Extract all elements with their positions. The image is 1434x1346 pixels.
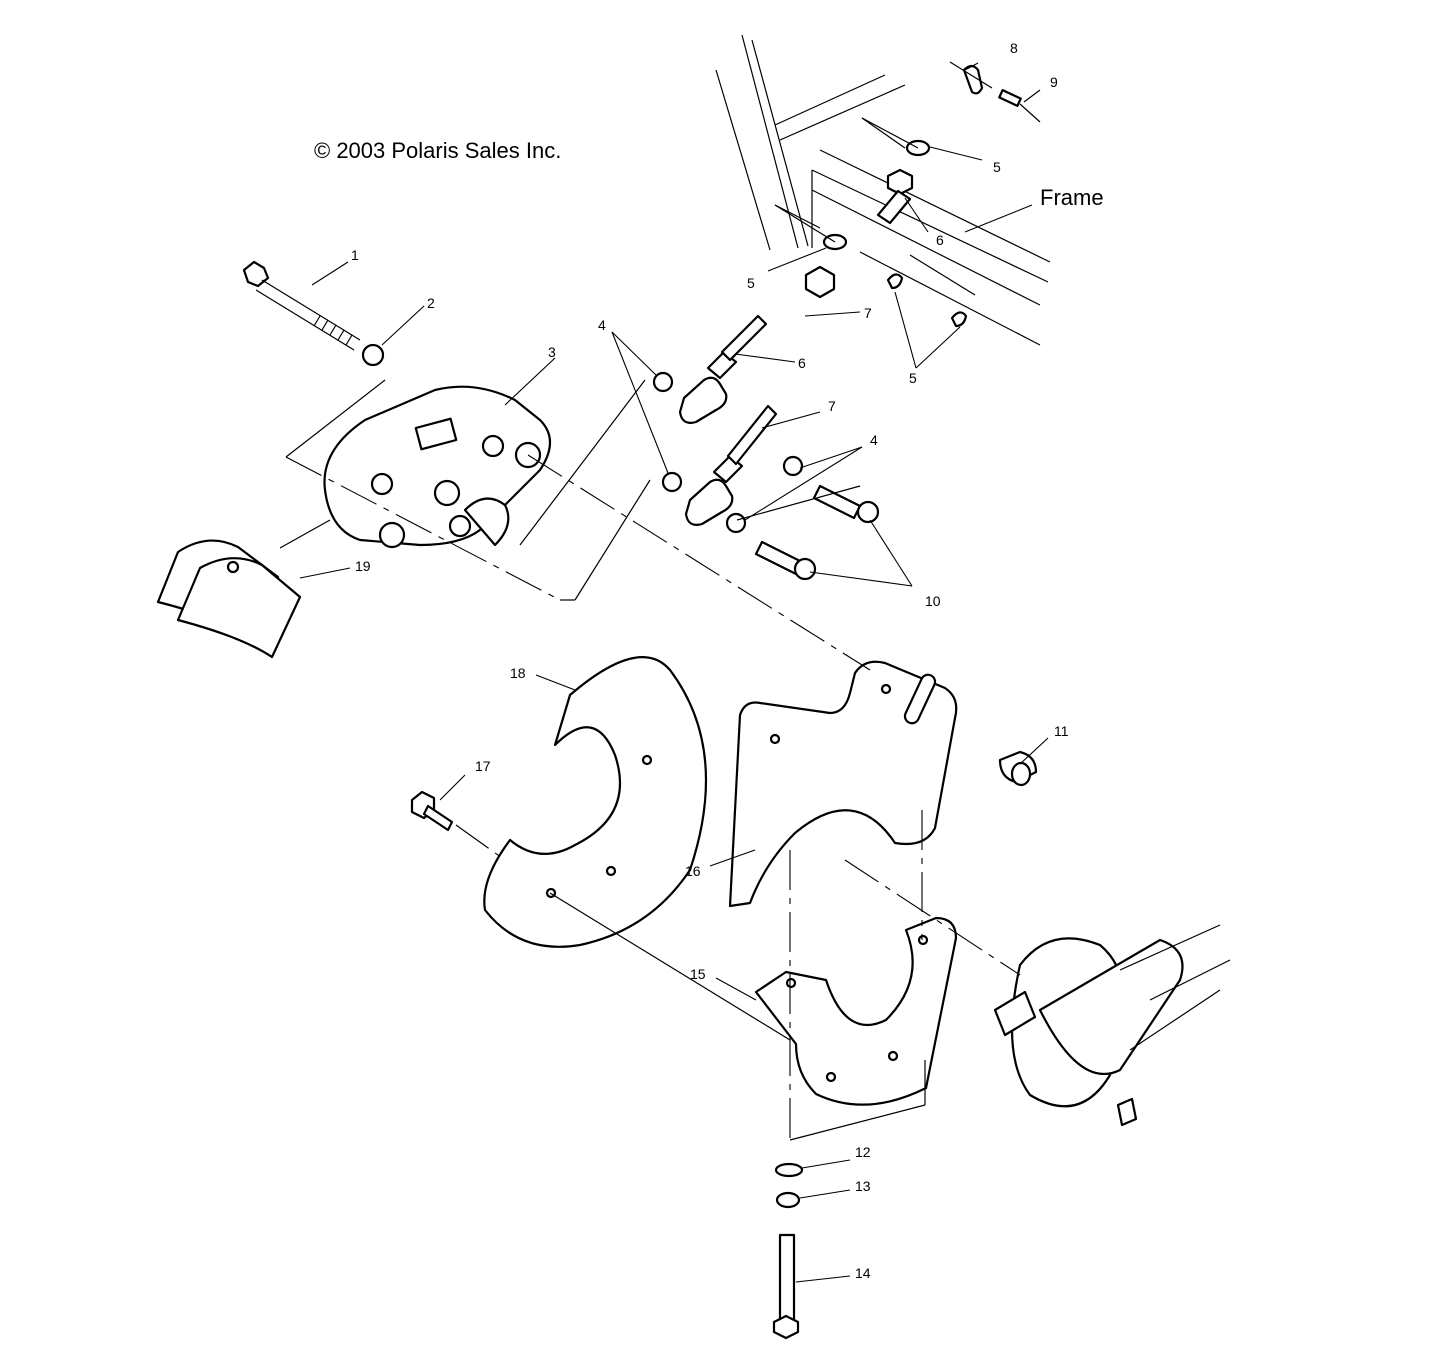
callout-18: 18 [510, 665, 526, 681]
disc-hole-a [641, 754, 653, 766]
callout-14: 14 [855, 1265, 871, 1281]
part-2-washer [361, 343, 385, 367]
part-19-brake-pads [156, 539, 302, 659]
part-4-washer-b [661, 471, 683, 493]
part-18-disc [483, 656, 708, 948]
part-1-bolt [242, 260, 361, 351]
part-4-washer-c [782, 455, 804, 477]
copyright-text: © 2003 Polaris Sales Inc. [314, 138, 561, 163]
part-13-lockwasher [775, 1191, 801, 1209]
frame-label: Frame [1040, 185, 1104, 210]
callout-15: 15 [690, 966, 706, 982]
part-6-nut-upper [886, 168, 914, 196]
callout-5-lower: 5 [909, 370, 917, 386]
callout-13: 13 [855, 1178, 871, 1194]
callout-11: 11 [1054, 723, 1069, 739]
part-10-bolts [754, 484, 880, 581]
disc-hole-b [605, 865, 617, 877]
assembly-lines [279, 117, 1021, 1141]
frame-rails [715, 34, 1051, 346]
callout-7-upper: 7 [864, 305, 872, 321]
callout-5-upper: 5 [993, 159, 1001, 175]
callout-16: 16 [685, 863, 701, 879]
bracket-hole-b [769, 733, 781, 745]
lower-bracket-hole-a [785, 977, 797, 989]
part-4-washer-a [652, 371, 674, 393]
callout-4-left: 4 [598, 317, 606, 333]
bracket-slot [903, 673, 937, 725]
callout-2: 2 [427, 295, 435, 311]
part-14-bolt [772, 1233, 800, 1340]
part-9-fitting [998, 89, 1041, 123]
lower-bracket-hole-c [887, 1050, 899, 1062]
part-7-brake-line [684, 404, 778, 526]
part-7-nut [804, 265, 836, 299]
part-11-spacer [998, 750, 1038, 787]
callout-7-lower: 7 [828, 398, 836, 414]
callout-10: 10 [925, 593, 941, 609]
part-12-washer [774, 1162, 804, 1178]
bracket-hole-a [880, 683, 892, 695]
part-17-bolt [410, 790, 454, 832]
callout-12: 12 [855, 1144, 871, 1160]
callout-4-right: 4 [870, 432, 878, 448]
part-8-clip [949, 61, 993, 95]
callout-3: 3 [548, 344, 556, 360]
callout-6-upper: 6 [936, 232, 944, 248]
callout-5-middle: 5 [747, 275, 755, 291]
part-5-clip-a [886, 273, 904, 290]
part-3-caliper [323, 385, 552, 549]
callout-19: 19 [355, 558, 371, 574]
callout-leaders [299, 62, 1049, 1283]
part-15-bracket [754, 916, 958, 1106]
part-4-washer-d [725, 512, 747, 534]
lower-bracket-hole-d [825, 1071, 837, 1083]
callout-1: 1 [351, 247, 359, 263]
part-6-brake-line [678, 314, 768, 424]
part-5-clip-b [950, 311, 968, 328]
brake-line-fitting-upper [876, 189, 912, 225]
callout-8: 8 [1010, 40, 1018, 56]
axle-housing [993, 924, 1231, 1127]
part-16-bracket [728, 660, 958, 908]
callout-6-lower: 6 [798, 355, 806, 371]
callout-9: 9 [1050, 74, 1058, 90]
callouts: 1 2 3 4 4 5 5 5 6 6 7 7 8 9 10 11 12 13 … [351, 40, 1069, 1281]
lower-bracket-hole-b [917, 934, 929, 946]
callout-17: 17 [475, 758, 491, 774]
